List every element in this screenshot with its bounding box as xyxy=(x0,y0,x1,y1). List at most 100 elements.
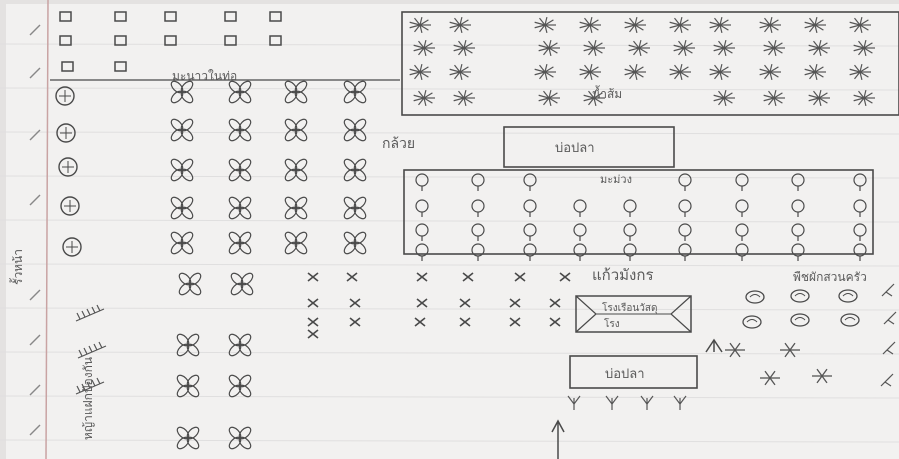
round-tree xyxy=(853,223,867,241)
label-shed-line1: โรงเรือนวัสดุ xyxy=(602,301,657,314)
pineapple-plant xyxy=(759,63,781,81)
four-petal-flower xyxy=(228,374,252,398)
cross-mark xyxy=(416,272,428,282)
four-petal-flower xyxy=(343,118,367,142)
label-fish-pond-bottom: บ่อปลา xyxy=(605,367,645,382)
four-petal-flower xyxy=(284,196,308,220)
four-petal-flower xyxy=(343,80,367,104)
cross-mark xyxy=(509,317,521,327)
seedling-box xyxy=(269,35,282,46)
up-arrow-icon xyxy=(705,338,723,353)
round-tree xyxy=(735,173,749,191)
cabbage-plant xyxy=(790,289,810,303)
sprout-plant xyxy=(567,395,581,410)
pineapple-plant xyxy=(628,39,650,57)
cross-mark xyxy=(559,272,571,282)
cabbage-plant xyxy=(790,313,810,327)
round-tree xyxy=(853,199,867,217)
pineapple-plant xyxy=(849,63,871,81)
seedling-box xyxy=(164,35,177,46)
seedling-box xyxy=(114,11,127,22)
cabbage-plant xyxy=(838,289,858,303)
round-tree xyxy=(573,199,587,217)
ruled-lines xyxy=(0,43,899,443)
cabbage-plant xyxy=(745,290,765,304)
pineapple-plant xyxy=(534,63,556,81)
cross-mark xyxy=(459,298,471,308)
pineapple-plant xyxy=(673,39,695,57)
cross-mark xyxy=(459,317,471,327)
four-petal-flower xyxy=(228,80,252,104)
pineapple-plant xyxy=(713,39,735,57)
margin-line xyxy=(45,0,49,459)
cross-mark xyxy=(307,329,319,339)
round-tree xyxy=(623,199,637,217)
cross-mark xyxy=(514,272,526,282)
edge-plant xyxy=(883,311,897,325)
pineapple-plant xyxy=(849,16,871,34)
entrance-arrow-icon xyxy=(551,419,565,459)
pineapple-plant xyxy=(808,39,830,57)
four-petal-flower xyxy=(284,118,308,142)
round-plant xyxy=(58,157,78,177)
round-tree xyxy=(735,243,749,261)
edge-plant xyxy=(882,341,896,355)
cross-mark xyxy=(416,298,428,308)
pineapple-plant xyxy=(579,16,601,34)
pineapple-plant xyxy=(624,16,646,34)
kitchen-garden-plants xyxy=(725,283,897,387)
round-tree xyxy=(853,173,867,191)
label-shed-line2: โรง xyxy=(604,317,620,330)
pineapple-plant xyxy=(579,63,601,81)
four-petal-flower xyxy=(228,333,252,357)
pineapple-plant xyxy=(583,39,605,57)
round-tree xyxy=(523,223,537,241)
round-tree xyxy=(623,243,637,261)
seedling-box xyxy=(164,11,177,22)
pineapple-plants xyxy=(409,16,875,107)
four-petal-flower xyxy=(170,196,194,220)
round-tree xyxy=(523,173,537,191)
four-petal-flower xyxy=(176,333,200,357)
round-tree xyxy=(471,223,485,241)
sprout-plant xyxy=(640,395,654,410)
round-tree xyxy=(471,243,485,261)
round-plant xyxy=(56,123,76,143)
shed xyxy=(575,295,692,333)
four-petal-flower xyxy=(170,80,194,104)
round-tree xyxy=(573,243,587,261)
round-tree xyxy=(623,223,637,241)
pineapple-plant xyxy=(409,63,431,81)
round-tree xyxy=(791,223,805,241)
pineapple-plant xyxy=(669,16,691,34)
fern-plant xyxy=(75,304,105,322)
pineapple-plant xyxy=(583,89,605,107)
round-plant xyxy=(55,86,75,106)
pineapple-plant xyxy=(853,89,875,107)
four-petal-flower xyxy=(178,272,202,296)
round-tree xyxy=(678,199,692,217)
mango-trees xyxy=(415,173,867,261)
pineapple-plant xyxy=(449,63,471,81)
leafy-plant xyxy=(812,368,832,384)
label-mango-row: มะม่วง xyxy=(600,173,632,186)
sprout-plants xyxy=(567,395,687,410)
round-plant xyxy=(62,237,82,257)
cross-mark-grid xyxy=(307,272,571,339)
pineapple-plant xyxy=(853,39,875,57)
sprout-plant xyxy=(605,395,619,410)
round-tree xyxy=(791,243,805,261)
label-mango-plot-caption: มะนาวในท่อ xyxy=(172,69,237,83)
pineapple-plant xyxy=(538,89,560,107)
four-petal-flower xyxy=(176,374,200,398)
label-kitchen-garden: พืชผักสวนครัว xyxy=(793,270,867,284)
left-border-plants xyxy=(55,86,107,395)
round-plant xyxy=(60,196,80,216)
seedling-box xyxy=(59,11,72,22)
pineapple-plant xyxy=(804,16,826,34)
sprout-plant xyxy=(673,395,687,410)
pineapple-plant xyxy=(449,16,471,34)
pineapple-plant xyxy=(409,16,431,34)
pineapple-plant xyxy=(763,39,785,57)
